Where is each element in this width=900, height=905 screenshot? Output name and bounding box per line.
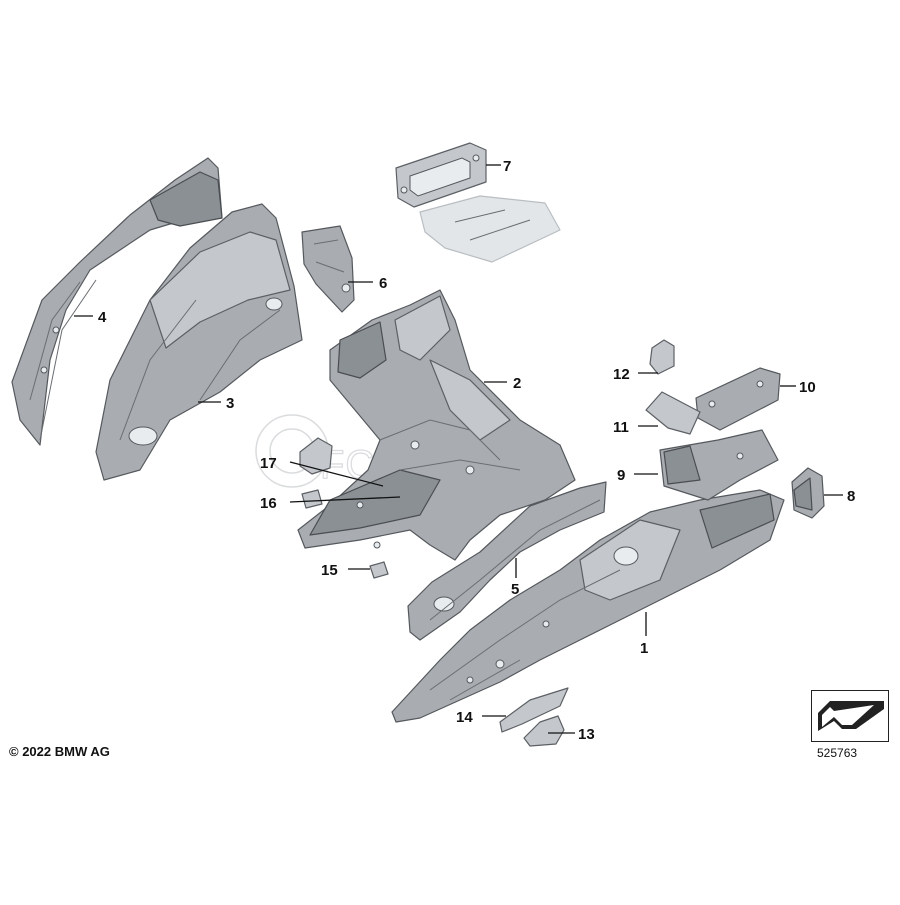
leader-lines <box>74 164 843 734</box>
callout-10[interactable]: 10 <box>799 379 816 396</box>
callout-9[interactable]: 9 <box>617 467 625 484</box>
part-6-panel <box>301 225 355 313</box>
part-11-plate <box>645 391 701 435</box>
part-1-rear-longitudinal <box>391 489 785 723</box>
part-16-bracket <box>301 489 323 509</box>
part-14-bracket <box>499 687 569 733</box>
callout-4[interactable]: 4 <box>98 309 107 326</box>
part-13-bracket <box>523 715 565 747</box>
part-15-clip <box>369 541 389 579</box>
callout-8[interactable]: 8 <box>847 488 855 505</box>
callout-11[interactable]: 11 <box>613 419 629 436</box>
callout-15[interactable]: 15 <box>321 562 338 579</box>
part-12-bracket <box>649 339 675 375</box>
callout-6[interactable]: 6 <box>379 275 387 292</box>
callout-labels: 1 2 3 4 5 6 7 8 9 10 11 12 13 14 15 16 1… <box>98 158 855 743</box>
part-5-side-member <box>407 481 607 641</box>
part-2-floor-assembly <box>297 289 576 561</box>
callout-13[interactable]: 13 <box>578 726 595 743</box>
callout-14[interactable]: 14 <box>456 709 473 726</box>
part-10-member <box>695 367 781 431</box>
part-9-member <box>659 429 779 501</box>
callout-3[interactable]: 3 <box>226 395 234 412</box>
part-17-bracket <box>299 437 333 475</box>
callout-12[interactable]: 12 <box>613 366 630 383</box>
part-7-bracket <box>395 142 561 263</box>
callout-5[interactable]: 5 <box>511 581 519 598</box>
callout-2[interactable]: 2 <box>513 375 521 392</box>
orientation-arrow-icon <box>818 701 884 731</box>
callout-16[interactable]: 16 <box>260 495 277 512</box>
callout-7[interactable]: 7 <box>503 158 511 175</box>
callout-17[interactable]: 17 <box>260 455 277 472</box>
orientation-badge <box>811 690 889 742</box>
copyright-notice: © 2022 BMW AG <box>9 744 110 759</box>
part-3-wheel-house <box>95 203 303 481</box>
callout-1[interactable]: 1 <box>640 640 648 657</box>
diagram-number: 525763 <box>817 746 858 760</box>
part-8-bracket <box>791 467 825 519</box>
part-4-wheel-arch-outer <box>11 157 223 446</box>
